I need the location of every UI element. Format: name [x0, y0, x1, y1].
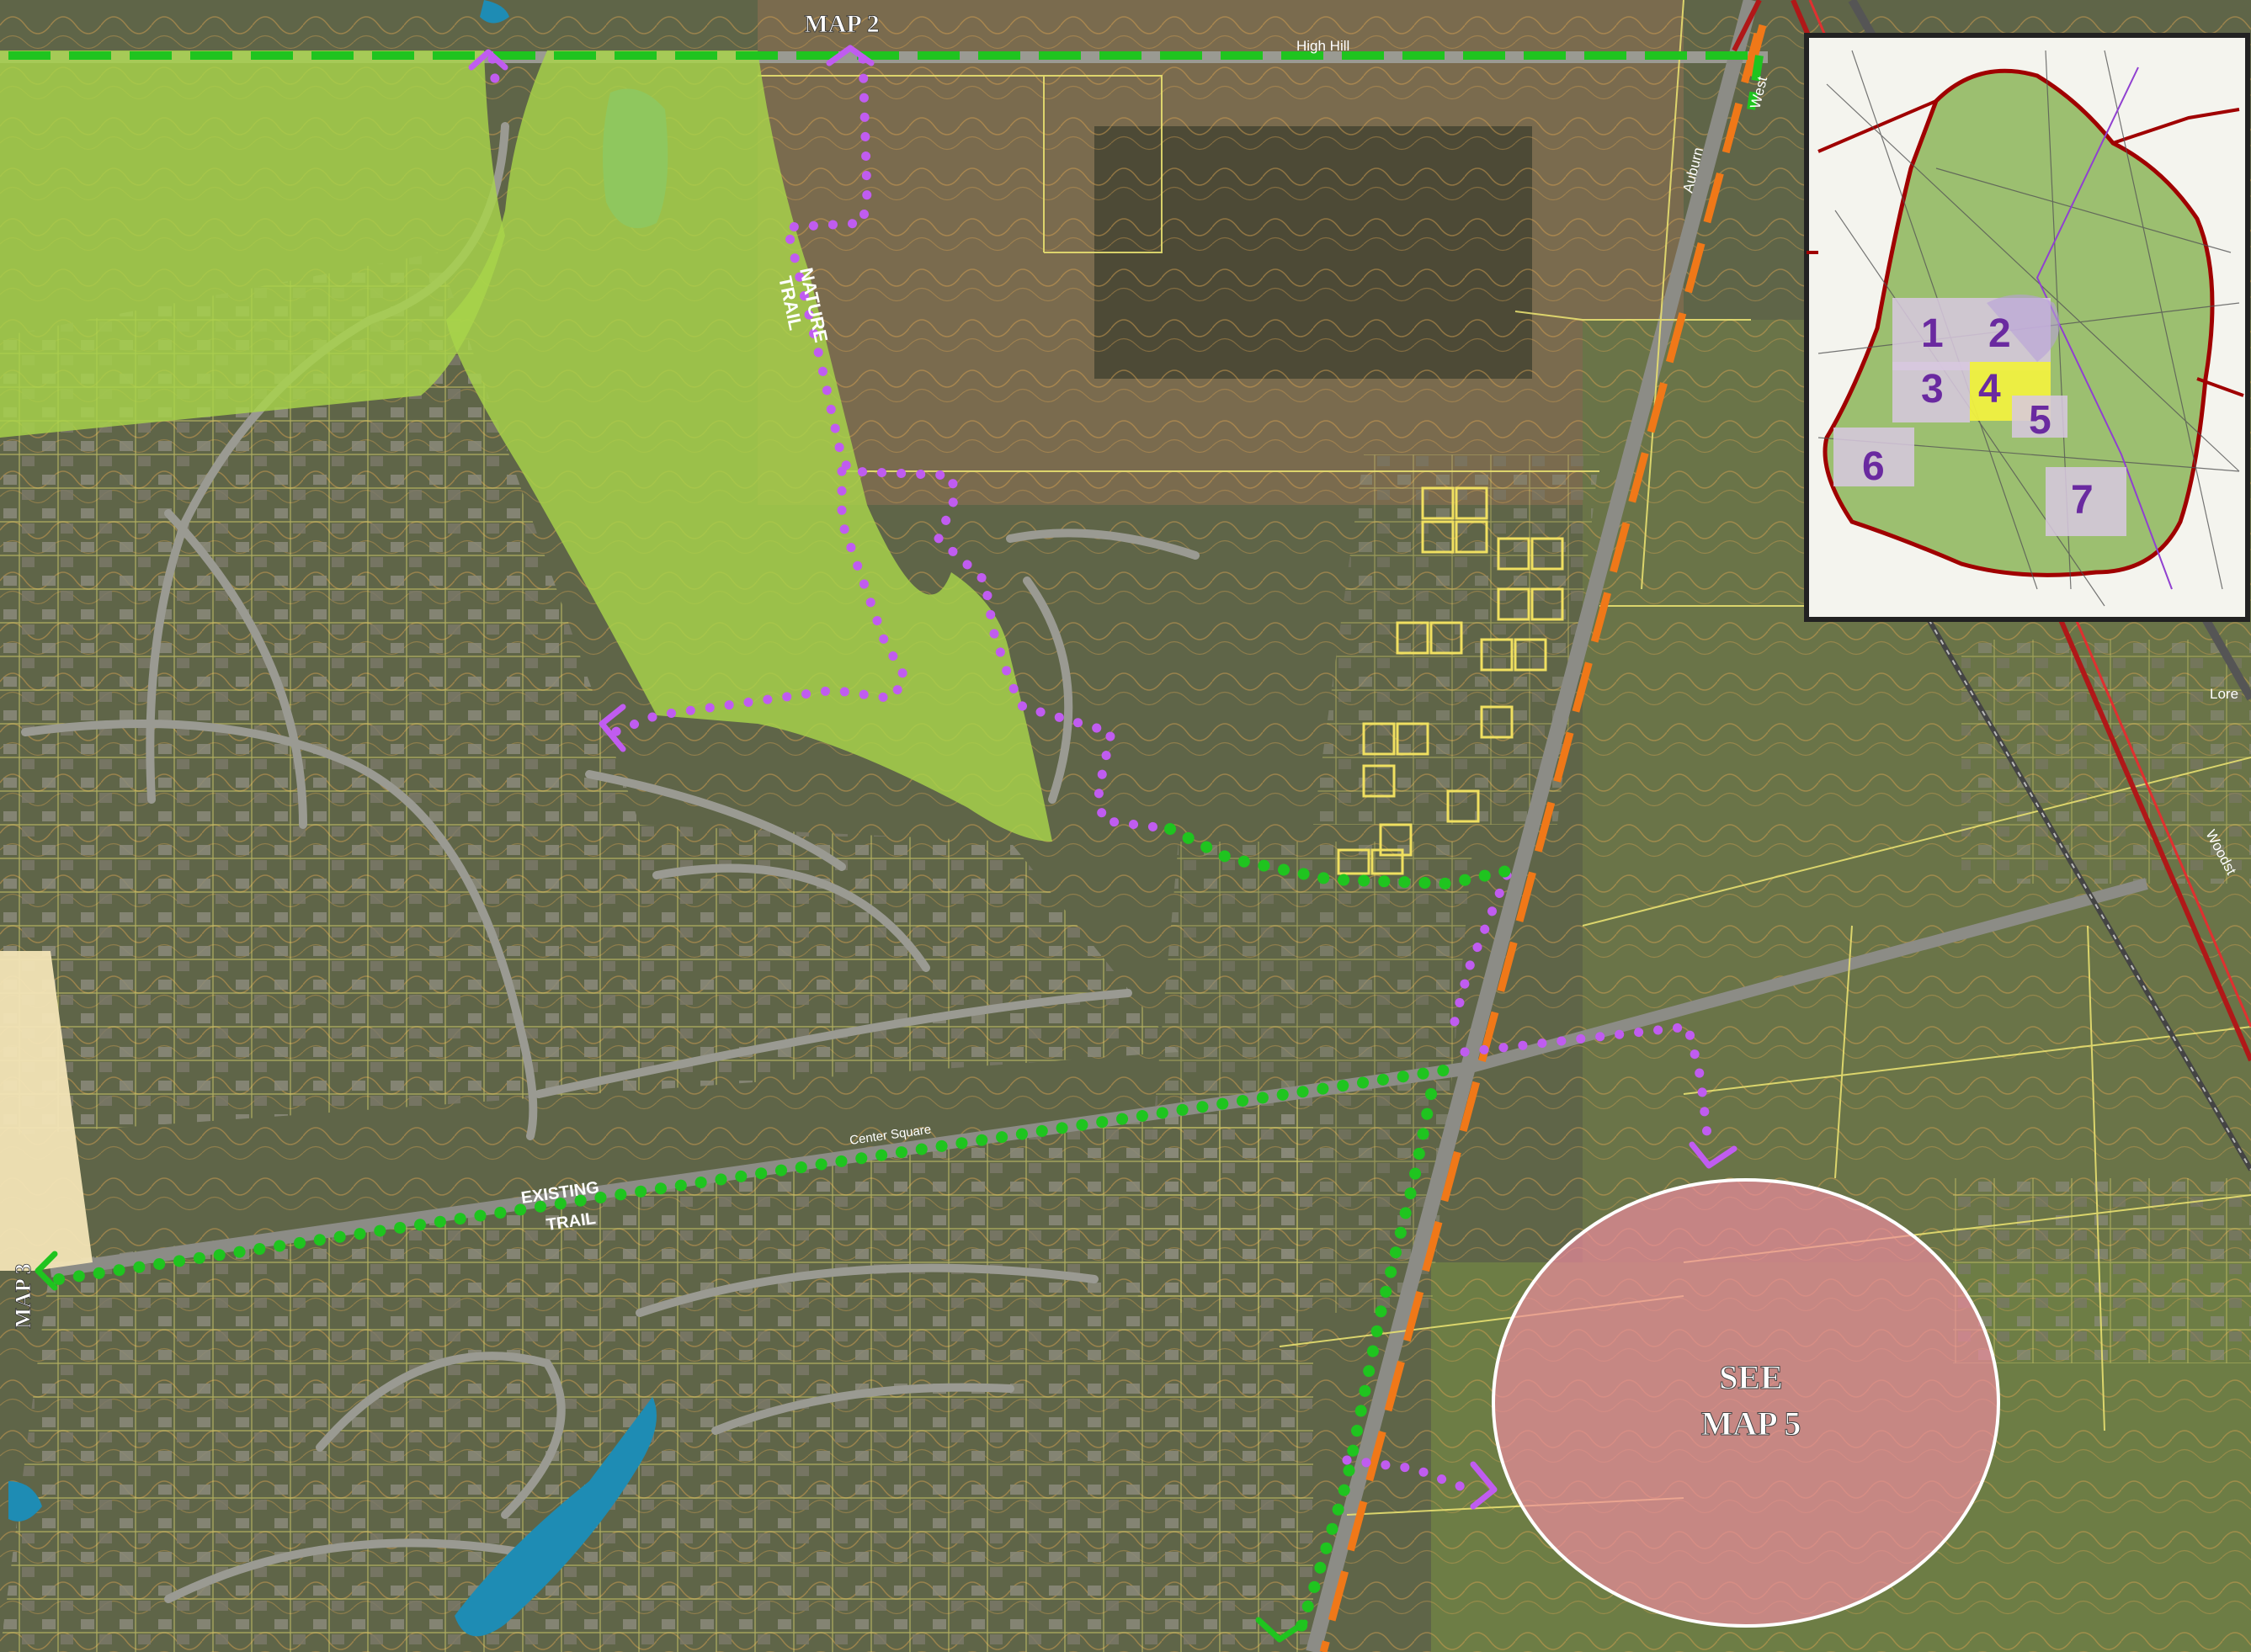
arrow-up-map2-right-icon	[826, 45, 875, 66]
proposed-trail-purple	[487, 54, 1714, 1495]
map2-label[interactable]: MAP 2	[804, 10, 880, 39]
inset-section-6	[1833, 428, 1914, 486]
inset-label-1: 1	[1921, 311, 1944, 356]
inset-label-7: 7	[2071, 478, 2094, 523]
arrow-left-nature-icon	[599, 704, 626, 752]
see-map5-line2: MAP 5	[1701, 1405, 1801, 1442]
green-boundary-trail-top	[8, 51, 1764, 110]
arrow-up-map2-left-icon	[468, 49, 508, 71]
map3-label[interactable]: MAP 3	[11, 1263, 36, 1329]
inset-label-2: 2	[1988, 311, 2011, 356]
existing-trail-green	[53, 823, 1513, 1647]
map5-highlight-circle[interactable]	[1492, 1178, 2000, 1628]
arrow-down-green-icon	[1255, 1617, 1308, 1643]
inset-label-4: 4	[1978, 367, 2001, 412]
parkland	[0, 50, 1052, 1271]
road-high-hill: High Hill	[1296, 38, 1349, 54]
inset-section-3	[1892, 362, 1970, 422]
road-lore: Lore	[2210, 686, 2238, 702]
railroad	[1908, 587, 2251, 1171]
inset-section-1	[1892, 298, 1970, 370]
residential-areas	[0, 252, 2251, 1652]
inset-section-5	[2012, 396, 2067, 438]
inset-section-7	[2046, 467, 2126, 536]
auburn-overlay	[1319, 24, 1767, 1652]
see-map5-area[interactable]: SEE MAP 5	[1492, 1178, 2000, 1628]
inset-label-3: 3	[1921, 367, 1944, 412]
arrow-right-map5-icon	[1470, 1461, 1498, 1510]
apartment-blocks	[1337, 486, 1564, 875]
arrow-left-map3-icon	[35, 1251, 58, 1291]
locator-inset: 1 2 3 4 5 6 7	[1804, 33, 2250, 622]
inset-label-5: 5	[2029, 398, 2051, 443]
see-map5-line1: SEE	[1719, 1358, 1783, 1396]
arrow-down-map5-icon	[1689, 1141, 1737, 1169]
trail-arrows	[35, 45, 1737, 1643]
streets	[21, 122, 1200, 1603]
inset-label-6: 6	[1862, 444, 1885, 489]
